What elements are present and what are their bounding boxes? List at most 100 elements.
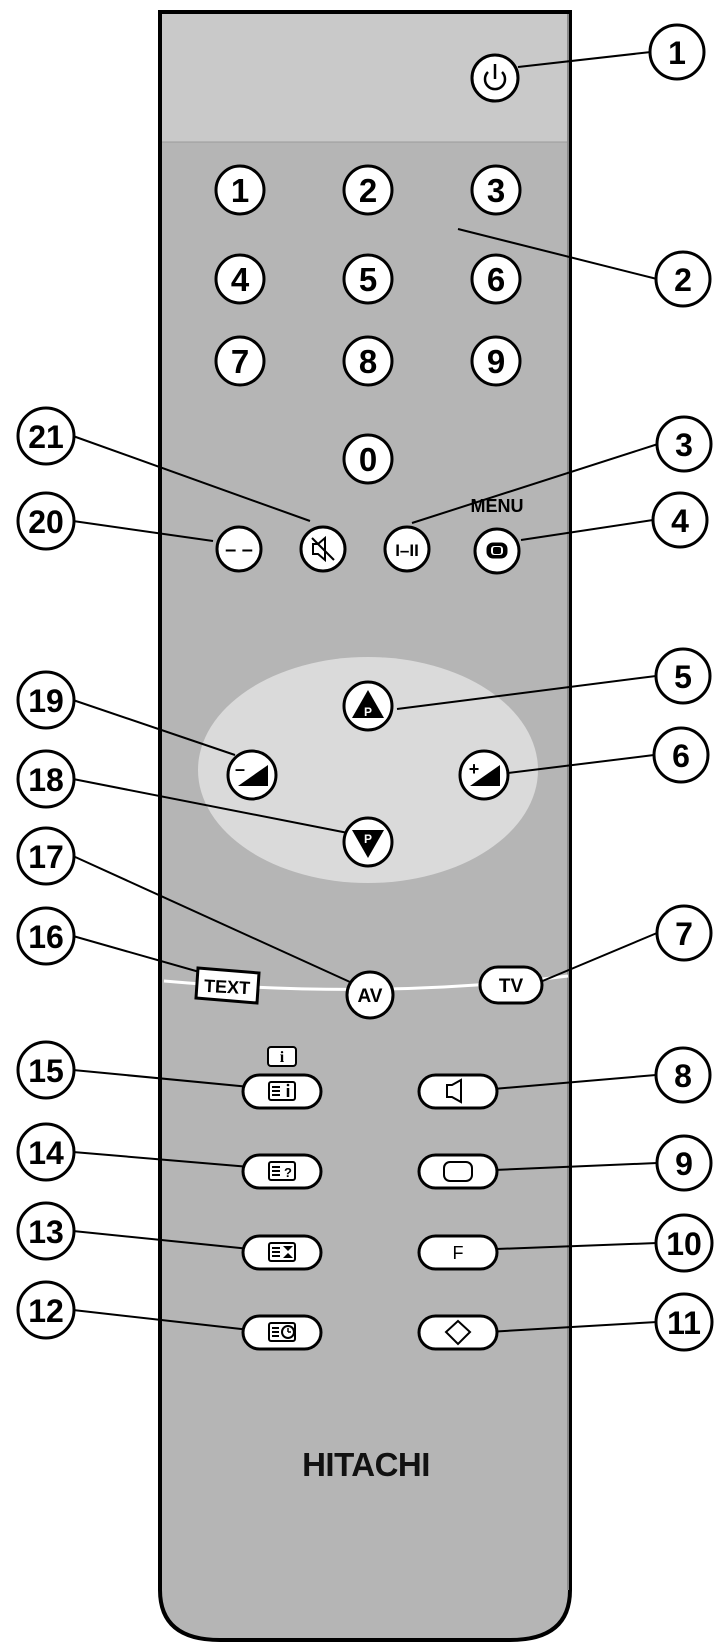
callout-20: 20 <box>16 491 76 551</box>
volume-up-button[interactable]: + <box>458 749 510 801</box>
index-key-label: i <box>280 1049 285 1066</box>
svg-text:18: 18 <box>28 762 64 798</box>
program-down-button[interactable]: P <box>342 816 394 868</box>
index-button[interactable] <box>241 1073 323 1110</box>
f-label: F <box>453 1243 464 1263</box>
index-icon <box>268 1081 296 1101</box>
program-up-button[interactable]: P <box>342 680 394 732</box>
dash-button[interactable]: – – <box>215 525 263 573</box>
svg-text:21: 21 <box>28 419 64 455</box>
power-icon <box>483 64 507 91</box>
callout-lines <box>72 51 659 1334</box>
digit-button-1[interactable]: 1 <box>214 164 266 216</box>
callout-14: 14 <box>16 1122 76 1182</box>
callouts: 1 2 3 4 5 6 7 8 9 10 11 12 13 14 15 16 1… <box>16 23 714 1352</box>
digit-button-5[interactable]: 5 <box>342 253 394 305</box>
digit-label: 4 <box>231 261 250 298</box>
svg-text:7: 7 <box>675 916 693 952</box>
triangle-down-icon <box>352 830 384 858</box>
digit-label: 2 <box>359 172 377 209</box>
mute-icon <box>311 535 335 563</box>
callout-19: 19 <box>16 670 76 730</box>
callout-3: 3 <box>655 415 713 473</box>
digit-label: 7 <box>231 343 249 380</box>
screen-format-button[interactable] <box>417 1153 499 1190</box>
callout-5: 5 <box>654 647 712 705</box>
sound-button[interactable] <box>417 1073 499 1110</box>
speaker-icon <box>446 1078 462 1104</box>
digit-keypad: 1 2 3 4 5 6 7 8 9 0 <box>214 164 522 485</box>
triangle-up-icon <box>352 690 384 718</box>
svg-text:16: 16 <box>28 919 64 955</box>
digit-label: 6 <box>487 261 505 298</box>
brand-logo: HITACHI <box>302 1446 430 1483</box>
menu-label: MENU <box>471 496 524 516</box>
svg-text:17: 17 <box>28 839 64 875</box>
callout-2: 2 <box>654 250 712 308</box>
digit-button-8[interactable]: 8 <box>342 335 394 387</box>
av-button[interactable]: AV <box>345 970 395 1020</box>
callout-16: 16 <box>16 906 76 966</box>
svg-text:13: 13 <box>28 1214 64 1250</box>
size-icon <box>268 1242 296 1262</box>
reveal-icon: ? <box>268 1161 296 1181</box>
navigation-pad <box>198 657 538 883</box>
svg-text:9: 9 <box>675 1146 693 1182</box>
volume-up-label: + <box>469 759 480 779</box>
svg-text:15: 15 <box>28 1053 64 1089</box>
digit-button-7[interactable]: 7 <box>214 335 266 387</box>
callout-21: 21 <box>16 406 76 466</box>
f-button[interactable]: F <box>417 1234 499 1271</box>
text-label: TEXT <box>204 976 251 998</box>
digit-button-6[interactable]: 6 <box>470 253 522 305</box>
volume-down-button[interactable]: – <box>226 749 278 801</box>
dash-label: – – <box>225 539 253 561</box>
program-down-label: P <box>364 832 372 846</box>
digit-label: 0 <box>359 441 377 478</box>
svg-text:12: 12 <box>28 1293 64 1329</box>
diamond-button[interactable] <box>417 1314 499 1351</box>
svg-text:8: 8 <box>674 1058 692 1094</box>
digit-button-2[interactable]: 2 <box>342 164 394 216</box>
size-button[interactable] <box>241 1234 323 1271</box>
volume-ramp-icon <box>470 765 500 786</box>
power-button[interactable] <box>470 53 520 103</box>
dual-sound-label: I–II <box>395 541 419 560</box>
index-key-indicator: i <box>267 1046 297 1067</box>
text-button[interactable]: TEXT <box>194 966 261 1005</box>
volume-ramp-icon <box>238 765 268 786</box>
menu-button[interactable] <box>473 527 521 575</box>
svg-text:20: 20 <box>28 504 64 540</box>
callout-11: 11 <box>654 1292 714 1352</box>
digit-button-0[interactable]: 0 <box>342 433 394 485</box>
callout-12: 12 <box>16 1280 76 1340</box>
tv-button[interactable]: TV <box>478 965 544 1005</box>
volume-down-label: – <box>235 759 245 779</box>
svg-text:3: 3 <box>675 427 693 463</box>
svg-text:?: ? <box>284 1165 292 1180</box>
callout-18: 18 <box>16 749 76 809</box>
callout-6: 6 <box>652 726 710 784</box>
digit-button-3[interactable]: 3 <box>470 164 522 216</box>
svg-text:14: 14 <box>28 1135 64 1171</box>
clock-button[interactable] <box>241 1314 323 1351</box>
dual-sound-button[interactable]: I–II <box>383 525 431 573</box>
diamond-icon <box>444 1319 472 1346</box>
svg-text:1: 1 <box>668 35 686 71</box>
callout-10: 10 <box>654 1213 714 1273</box>
mute-button[interactable] <box>299 525 347 573</box>
callout-8: 8 <box>654 1046 712 1104</box>
digit-button-9[interactable]: 9 <box>470 335 522 387</box>
svg-text:2: 2 <box>674 262 692 298</box>
svg-text:19: 19 <box>28 683 64 719</box>
callout-1: 1 <box>648 23 706 81</box>
reveal-button[interactable]: ? <box>241 1153 323 1190</box>
callout-7: 7 <box>655 904 713 962</box>
callout-9: 9 <box>655 1134 713 1192</box>
callout-13: 13 <box>16 1201 76 1261</box>
digit-label: 8 <box>359 343 377 380</box>
screen-format-icon <box>443 1161 473 1182</box>
digit-label: 3 <box>487 172 505 209</box>
digit-label: 5 <box>359 261 377 298</box>
digit-button-4[interactable]: 4 <box>214 253 266 305</box>
